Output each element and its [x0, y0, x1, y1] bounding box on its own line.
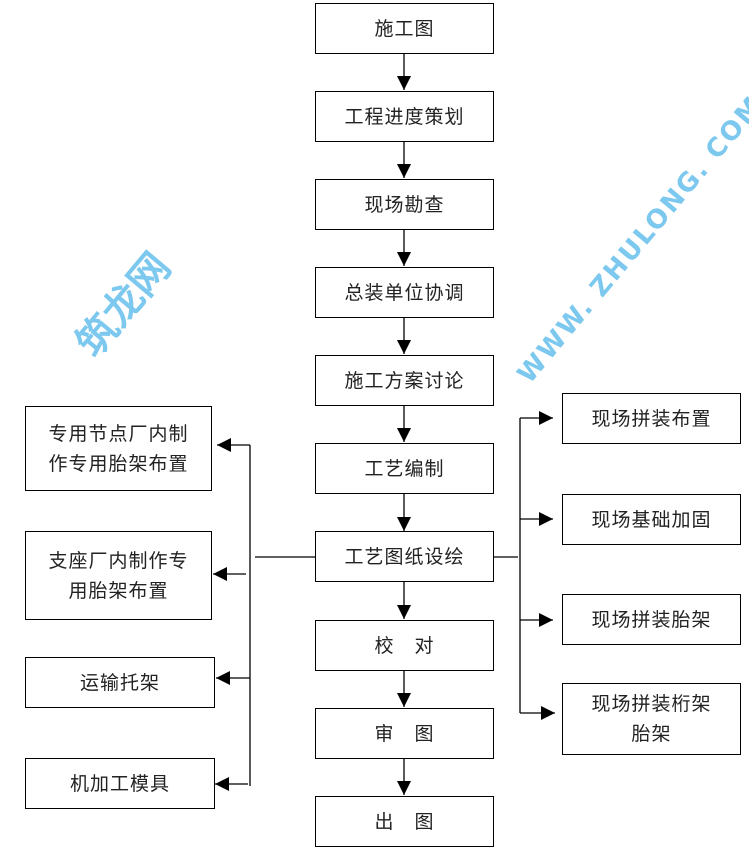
right-site-truss-assembly-fixture: 现场拼装桁架 胎架: [562, 683, 741, 755]
step-label: 工艺编制: [364, 457, 445, 480]
step-general-contractor-coordination: 总装单位协调: [315, 267, 494, 318]
step-label: 工程进度策划: [344, 105, 465, 128]
left-support-fixture-layout: 支座厂内制作专 用胎架布置: [25, 531, 212, 620]
step-drawing-review: 审 图: [315, 708, 494, 759]
right-site-assembly-layout: 现场拼装布置: [562, 393, 741, 444]
step-site-survey: 现场勘查: [315, 179, 494, 230]
step-label: 出 图: [374, 810, 435, 833]
right-label: 现场基础加固: [591, 508, 712, 531]
right-label: 现场拼装布置: [591, 407, 712, 430]
step-label: 施工图: [374, 17, 435, 40]
left-node-fixture-layout: 专用节点厂内制 作专用胎架布置: [25, 406, 212, 491]
left-label: 运输托架: [79, 671, 160, 694]
left-machining-mold: 机加工模具: [25, 758, 215, 809]
step-label: 工艺图纸设绘: [344, 545, 465, 568]
step-label: 审 图: [374, 722, 435, 745]
step-label: 校 对: [374, 634, 435, 657]
right-label: 现场拼装胎架: [591, 608, 712, 631]
right-site-foundation-reinforcement: 现场基础加固: [562, 494, 741, 545]
step-process-drawing-design: 工艺图纸设绘: [315, 531, 494, 582]
step-label: 总装单位协调: [344, 281, 465, 304]
left-label: 专用节点厂内制 作专用胎架布置: [48, 422, 189, 475]
step-label: 现场勘查: [364, 193, 445, 216]
step-plan-discussion: 施工方案讨论: [315, 355, 494, 406]
left-label: 机加工模具: [69, 772, 170, 795]
step-schedule-planning: 工程进度策划: [315, 91, 494, 142]
step-process-compilation: 工艺编制: [315, 443, 494, 494]
step-proofreading: 校 对: [315, 620, 494, 671]
left-label: 支座厂内制作专 用胎架布置: [48, 549, 189, 602]
step-label: 施工方案讨论: [344, 369, 465, 392]
step-construction-drawings: 施工图: [315, 3, 494, 54]
left-transport-bracket: 运输托架: [25, 657, 215, 708]
step-drawing-release: 出 图: [315, 796, 494, 847]
right-label: 现场拼装桁架 胎架: [591, 693, 712, 745]
right-site-assembly-fixture: 现场拼装胎架: [562, 594, 741, 645]
